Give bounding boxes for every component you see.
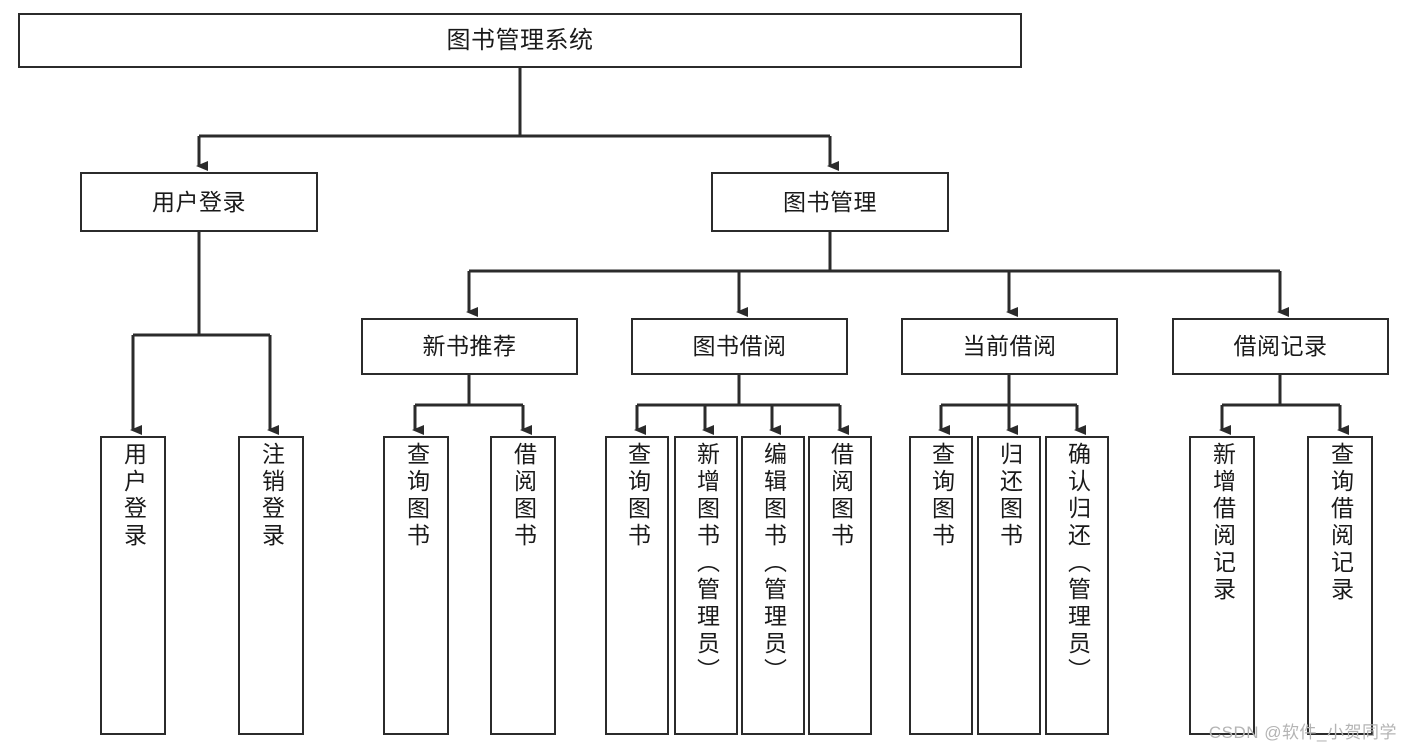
node-label: 查询图书 xyxy=(624,442,651,550)
node-label: 查询图书 xyxy=(928,442,955,550)
node-label: 图书管理 xyxy=(783,188,877,215)
leaf-book-borrow-add-book-admin[interactable]: 新增图书（管理员） xyxy=(674,436,738,735)
node-label: 用户登录 xyxy=(152,188,246,215)
node-book-management[interactable]: 图书管理 xyxy=(711,172,949,232)
node-label: 借阅图书 xyxy=(510,442,537,550)
leaf-new-book-borrow-book[interactable]: 借阅图书 xyxy=(490,436,556,735)
node-label: 借阅记录 xyxy=(1233,333,1328,360)
node-label: 查询图书 xyxy=(403,442,430,550)
node-label: 用户登录 xyxy=(120,442,147,550)
node-borrow-record[interactable]: 借阅记录 xyxy=(1172,318,1389,375)
leaf-book-borrow-query-book[interactable]: 查询图书 xyxy=(605,436,669,735)
leaf-user-login-logout[interactable]: 注销登录 xyxy=(238,436,304,735)
node-root-book-management-system[interactable]: 图书管理系统 xyxy=(18,13,1022,68)
node-label: 注销登录 xyxy=(258,442,285,550)
node-label: 借阅图书 xyxy=(827,442,854,550)
node-label: 新增图书（管理员） xyxy=(693,442,720,685)
node-label: 当前借阅 xyxy=(962,333,1057,360)
node-label: 新增借阅记录 xyxy=(1209,442,1236,604)
leaf-new-book-query-book[interactable]: 查询图书 xyxy=(383,436,449,735)
node-label: 确认归还（管理员） xyxy=(1064,442,1091,685)
leaf-borrow-record-add-record[interactable]: 新增借阅记录 xyxy=(1189,436,1255,735)
node-new-book-recommend[interactable]: 新书推荐 xyxy=(361,318,578,375)
node-label: 图书管理系统 xyxy=(446,26,594,54)
leaf-borrow-record-query-record[interactable]: 查询借阅记录 xyxy=(1307,436,1373,735)
leaf-current-borrow-return-book[interactable]: 归还图书 xyxy=(977,436,1041,735)
leaf-book-borrow-edit-book-admin[interactable]: 编辑图书（管理员） xyxy=(741,436,805,735)
node-label: 新书推荐 xyxy=(422,333,517,360)
leaf-current-borrow-confirm-return-admin[interactable]: 确认归还（管理员） xyxy=(1045,436,1109,735)
csdn-watermark: CSDN @软件_小贺同学 xyxy=(1208,723,1397,742)
node-book-borrow[interactable]: 图书借阅 xyxy=(631,318,848,375)
node-user-login[interactable]: 用户登录 xyxy=(80,172,318,232)
node-current-borrow[interactable]: 当前借阅 xyxy=(901,318,1118,375)
leaf-user-login-login[interactable]: 用户登录 xyxy=(100,436,166,735)
leaf-current-borrow-query-book[interactable]: 查询图书 xyxy=(909,436,973,735)
leaf-book-borrow-borrow-book[interactable]: 借阅图书 xyxy=(808,436,872,735)
node-label: 查询借阅记录 xyxy=(1327,442,1354,604)
node-label: 编辑图书（管理员） xyxy=(760,442,787,685)
node-label: 归还图书 xyxy=(996,442,1023,550)
node-label: 图书借阅 xyxy=(692,333,787,360)
